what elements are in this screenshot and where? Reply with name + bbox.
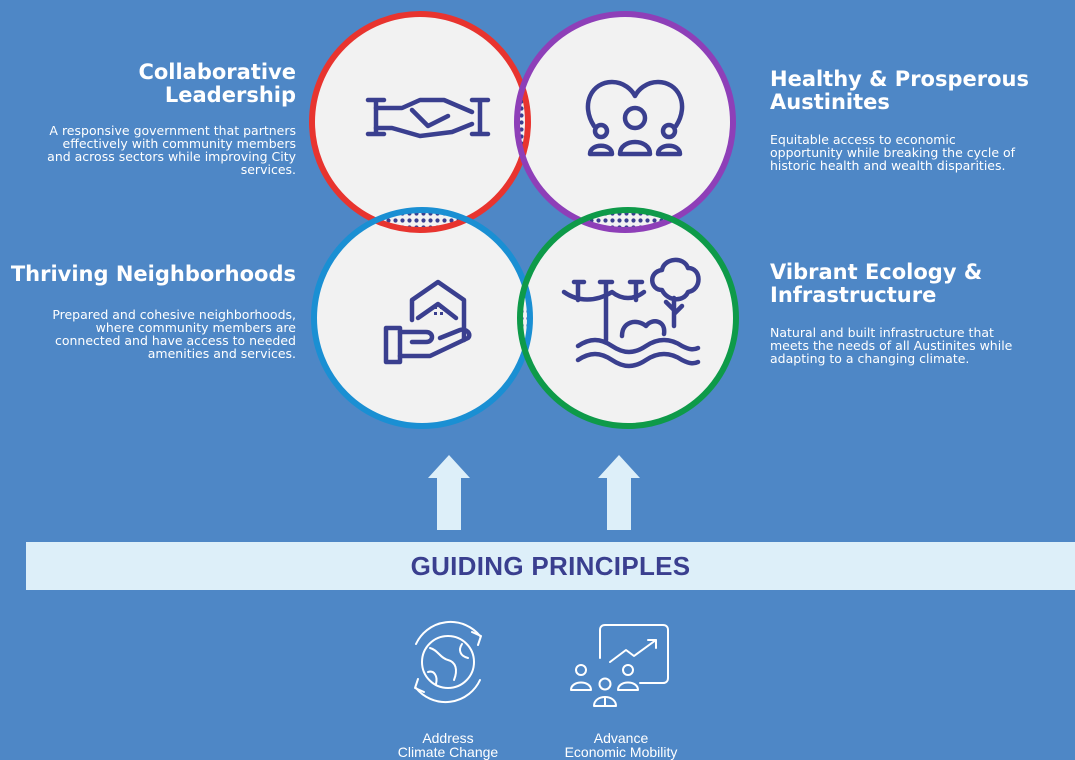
goal-desc-line: Natural and built infrastructure that xyxy=(770,325,994,340)
goal-title-vibrant-ecology: Vibrant Ecology & Infrastructure xyxy=(770,261,982,307)
guiding-principles-banner-bg xyxy=(26,542,1075,590)
goal-desc-line: services. xyxy=(240,162,296,177)
guiding-principles-banner: GUIDING PRINCIPLES xyxy=(26,542,1075,590)
goal-title-thriving-neighborhoods: Thriving Neighborhoods xyxy=(11,263,296,286)
globe-cycle-icon xyxy=(414,621,482,703)
principle-label-line: Climate Change xyxy=(397,744,499,760)
goal-desc-vibrant-ecology: Natural and built infrastructure that me… xyxy=(770,326,1012,365)
goal-desc-line: amenities and services. xyxy=(147,346,296,361)
goal-desc-line: and across sectors while improving City xyxy=(47,149,296,164)
ring-vibrant xyxy=(517,207,739,429)
growth-chart-people-icon xyxy=(570,624,669,707)
handshake-icon xyxy=(365,97,491,139)
goal-desc-line: meets the needs of all Austinites while xyxy=(770,338,1013,353)
ring-collaborative xyxy=(309,11,531,233)
circle-vibrant-fill xyxy=(520,210,736,426)
goal-desc-thriving-neighborhoods: Prepared and cohesive neighborhoods, whe… xyxy=(52,308,296,360)
house-in-hand-icon xyxy=(383,279,472,365)
goal-title-line: Thriving Neighborhoods xyxy=(10,262,296,286)
goal-title-line: Collaborative xyxy=(138,60,296,84)
goal-title-line: Leadership xyxy=(164,83,296,107)
goal-desc-line: opportunity while breaking the cycle of xyxy=(770,145,1016,160)
goal-desc-line: Prepared and cohesive neighborhoods, xyxy=(52,307,296,322)
goal-title-line: Healthy & Prosperous xyxy=(770,67,1029,91)
guiding-principles-title: GUIDING PRINCIPLES xyxy=(410,550,691,581)
principle-label-line: Economic Mobility xyxy=(564,744,678,760)
principle-label-line: Advance xyxy=(593,730,649,746)
goal-desc-line: historic health and wealth disparities. xyxy=(770,158,1006,173)
goal-desc-line: Equitable access to economic xyxy=(770,132,956,147)
arrow-up-right xyxy=(598,455,640,530)
goal-title-line: Vibrant Ecology & xyxy=(770,260,983,284)
ring-thriving xyxy=(311,207,533,429)
principle-label-line: Address xyxy=(422,730,474,746)
goal-desc-collaborative-leadership: A responsive government that partners ef… xyxy=(47,124,296,176)
goal-title-line: Infrastructure xyxy=(770,283,937,307)
goal-desc-healthy-prosperous: Equitable access to economic opportunity… xyxy=(770,133,1015,172)
arrow-up-left xyxy=(428,455,470,530)
goal-title-line: Austinites xyxy=(770,90,890,114)
goal-title-collaborative-leadership: Collaborative Leadership xyxy=(138,61,296,107)
goal-desc-line: connected and have access to needed xyxy=(54,333,296,348)
goal-desc-line: A responsive government that partners xyxy=(49,123,296,138)
goal-desc-line: adapting to a changing climate. xyxy=(770,351,970,366)
principle-label-economic: Advance Economic Mobility xyxy=(536,731,706,759)
circle-thriving-fill xyxy=(314,210,530,426)
ecology-infrastructure-icon xyxy=(561,257,701,369)
goal-title-healthy-prosperous: Healthy & Prosperous Austinites xyxy=(770,68,1029,114)
principle-label-climate: Address Climate Change xyxy=(363,731,533,759)
circle-collaborative-fill xyxy=(312,14,528,230)
goal-desc-line: effectively with community members xyxy=(62,136,296,151)
goal-desc-line: where community members are xyxy=(95,320,296,335)
ring-healthy xyxy=(514,11,736,233)
community-heart-icon xyxy=(585,79,685,157)
